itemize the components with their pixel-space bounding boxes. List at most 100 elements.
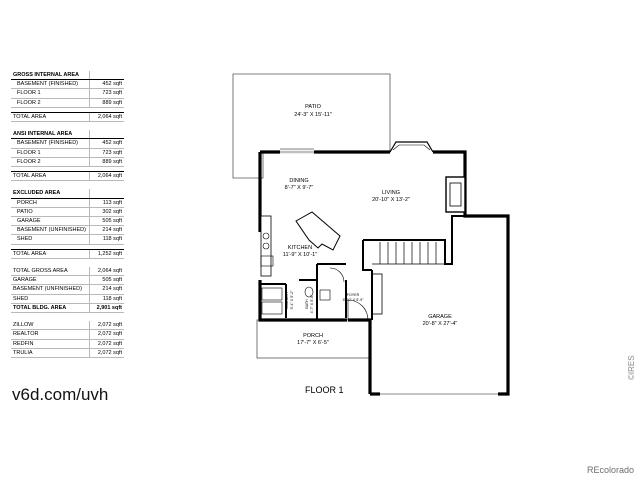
table-row: BASEMENT (FINISHED)452 sqft [11, 79, 124, 90]
table-row-label: FLOOR 2 [11, 157, 90, 168]
bay-window [389, 141, 434, 153]
table-row: BASEMENT (UNFINISHED)214 sqft [11, 225, 124, 236]
front-door [347, 299, 369, 321]
table-row-value: 452 sqft [89, 79, 124, 90]
living-dims: 20'-10" X 13'-2" [372, 197, 410, 203]
table-total-row-value: 2,064 sqft [89, 111, 124, 123]
credit-text: REcolorado [586, 465, 634, 475]
garage-dims: 20'-8" X 27'-4" [423, 321, 458, 327]
table-row-value: 2,072 sqft [89, 321, 124, 331]
table-row-value: 2,064 sqft [89, 267, 124, 277]
table-section-header-value [89, 130, 124, 140]
fireplace [445, 176, 466, 213]
table-row-value: 505 sqft [89, 216, 124, 227]
kitchen-dims: 11'-9" X 10'-1" [283, 252, 317, 258]
table-row-value: 2,072 sqft [89, 329, 124, 340]
table-row-value: 2,072 sqft [89, 339, 124, 349]
table-row-value: 214 sqft [89, 225, 124, 236]
dryer [261, 301, 283, 315]
porch-label: PORCH [303, 333, 323, 339]
table-row-label: REDFIN [11, 339, 90, 349]
patio-label: PATIO [305, 104, 321, 110]
table-row-value: 302 sqft [89, 207, 124, 218]
dining-label: DINING [289, 178, 308, 184]
floor-label: FLOOR 1 [305, 385, 344, 395]
table-row-label: BASEMENT (UNFINISHED) [11, 225, 90, 236]
table-row: BASEMENT (FINISHED)452 sqft [11, 138, 124, 149]
table-row-label: TOTAL GROSS AREA [11, 267, 90, 277]
table-total-row-value: 2,064 sqft [89, 171, 124, 182]
bath-dims: 4'-7" X 5'-0" [310, 294, 314, 313]
table-row-label: SHED [11, 234, 90, 245]
table-section-header-label: EXCLUDED AREA [11, 189, 90, 199]
table-row-value: 452 sqft [89, 138, 124, 149]
table-total-row-value: 2,901 sqft [89, 302, 124, 314]
table-section-header: GROSS INTERNAL AREA [11, 71, 124, 81]
foyer-dims: 5'-10" X 5'-9" [343, 298, 364, 302]
table-row-label: PORCH [11, 198, 90, 208]
stairs [372, 242, 445, 265]
table-section-header: EXCLUDED AREA [11, 189, 124, 199]
table-row-value: 113 sqft [89, 198, 124, 208]
toilet [304, 286, 314, 298]
table-row-label: REALTOR [11, 329, 90, 340]
table-row-label: PATIO [11, 207, 90, 218]
foyer-label: FOYER [347, 293, 360, 297]
table-row-label: BASEMENT (FINISHED) [11, 138, 90, 149]
table-row-value: 723 sqft [89, 88, 124, 99]
kitchen-counter [260, 215, 272, 277]
washer [261, 287, 283, 301]
laundry-label: LAUNDRY [285, 291, 289, 309]
table-row-value: 723 sqft [89, 148, 124, 158]
table-row-label: FLOOR 1 [11, 88, 90, 99]
patio-outline [232, 73, 391, 179]
table-total-row-label: TOTAL AREA [11, 111, 90, 123]
kitchen-label: KITCHEN [288, 245, 312, 251]
laundry-dims: 5'-4" X 5'-2" [290, 290, 294, 309]
table-row-label: FLOOR 1 [11, 148, 90, 158]
table-row-label: BASEMENT (FINISHED) [11, 79, 90, 90]
table-row-label: ZILLOW [11, 321, 90, 331]
table-row-value: 2,072 sqft [89, 348, 124, 359]
table-section-header-value [89, 71, 124, 81]
table-row-label: BASEMENT (UNFINISHED) [11, 284, 90, 295]
table-row-label: FLOOR 2 [11, 98, 90, 108]
table-total-row-label: TOTAL AREA [11, 248, 90, 259]
table-total-row-label: TOTAL AREA [11, 171, 90, 182]
table-row: BASEMENT (UNFINISHED)214 sqft [11, 284, 124, 295]
dining-dims: 8'-7" X 9'-7" [285, 185, 314, 191]
living-label: LIVING [382, 190, 400, 196]
table-section-header-value [89, 189, 124, 199]
table-section-header: ANSI INTERNAL AREA [11, 130, 124, 140]
patio-dims: 24'-3" X 15'-11" [294, 112, 331, 118]
table-total-row-value: 1,252 sqft [89, 248, 124, 259]
table-row-label: GARAGE [11, 216, 90, 227]
table-row-value: 889 sqft [89, 98, 124, 108]
table-row-value: 118 sqft [89, 294, 124, 304]
table-total-row-label: TOTAL BLDG. AREA [11, 302, 90, 314]
tour-link[interactable]: v6d.com/uvh [12, 385, 109, 404]
bath-label: BATH [305, 299, 309, 309]
table-row-label: GARAGE [11, 275, 90, 286]
table-section-header-label: GROSS INTERNAL AREA [11, 71, 90, 81]
garage-label: GARAGE [428, 314, 452, 320]
porch-dims: 17'-7" X 6'-5" [297, 340, 329, 346]
